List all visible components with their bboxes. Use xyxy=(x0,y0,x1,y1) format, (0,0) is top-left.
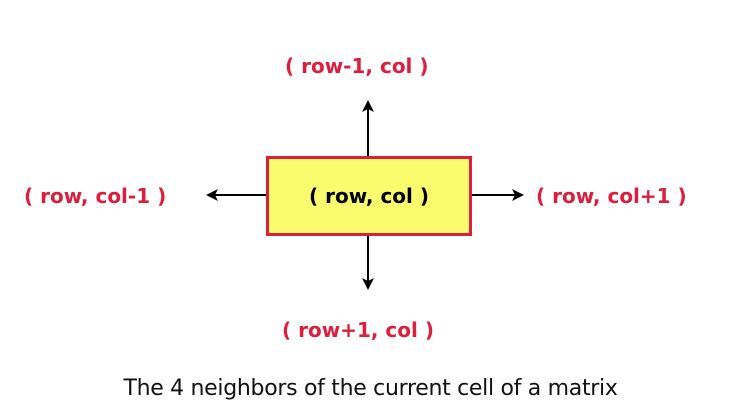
neighbor-up-label: ( row-1, col ) xyxy=(285,54,429,78)
neighbor-left-label: ( row, col-1 ) xyxy=(24,184,167,208)
neighbor-right-label: ( row, col+1 ) xyxy=(536,184,687,208)
diagram-caption: The 4 neighbors of the current cell of a… xyxy=(123,376,618,401)
neighbor-down-label: ( row+1, col ) xyxy=(282,318,434,342)
current-cell-box: ( row, col ) xyxy=(266,156,472,236)
current-cell-label: ( row, col ) xyxy=(308,184,430,208)
